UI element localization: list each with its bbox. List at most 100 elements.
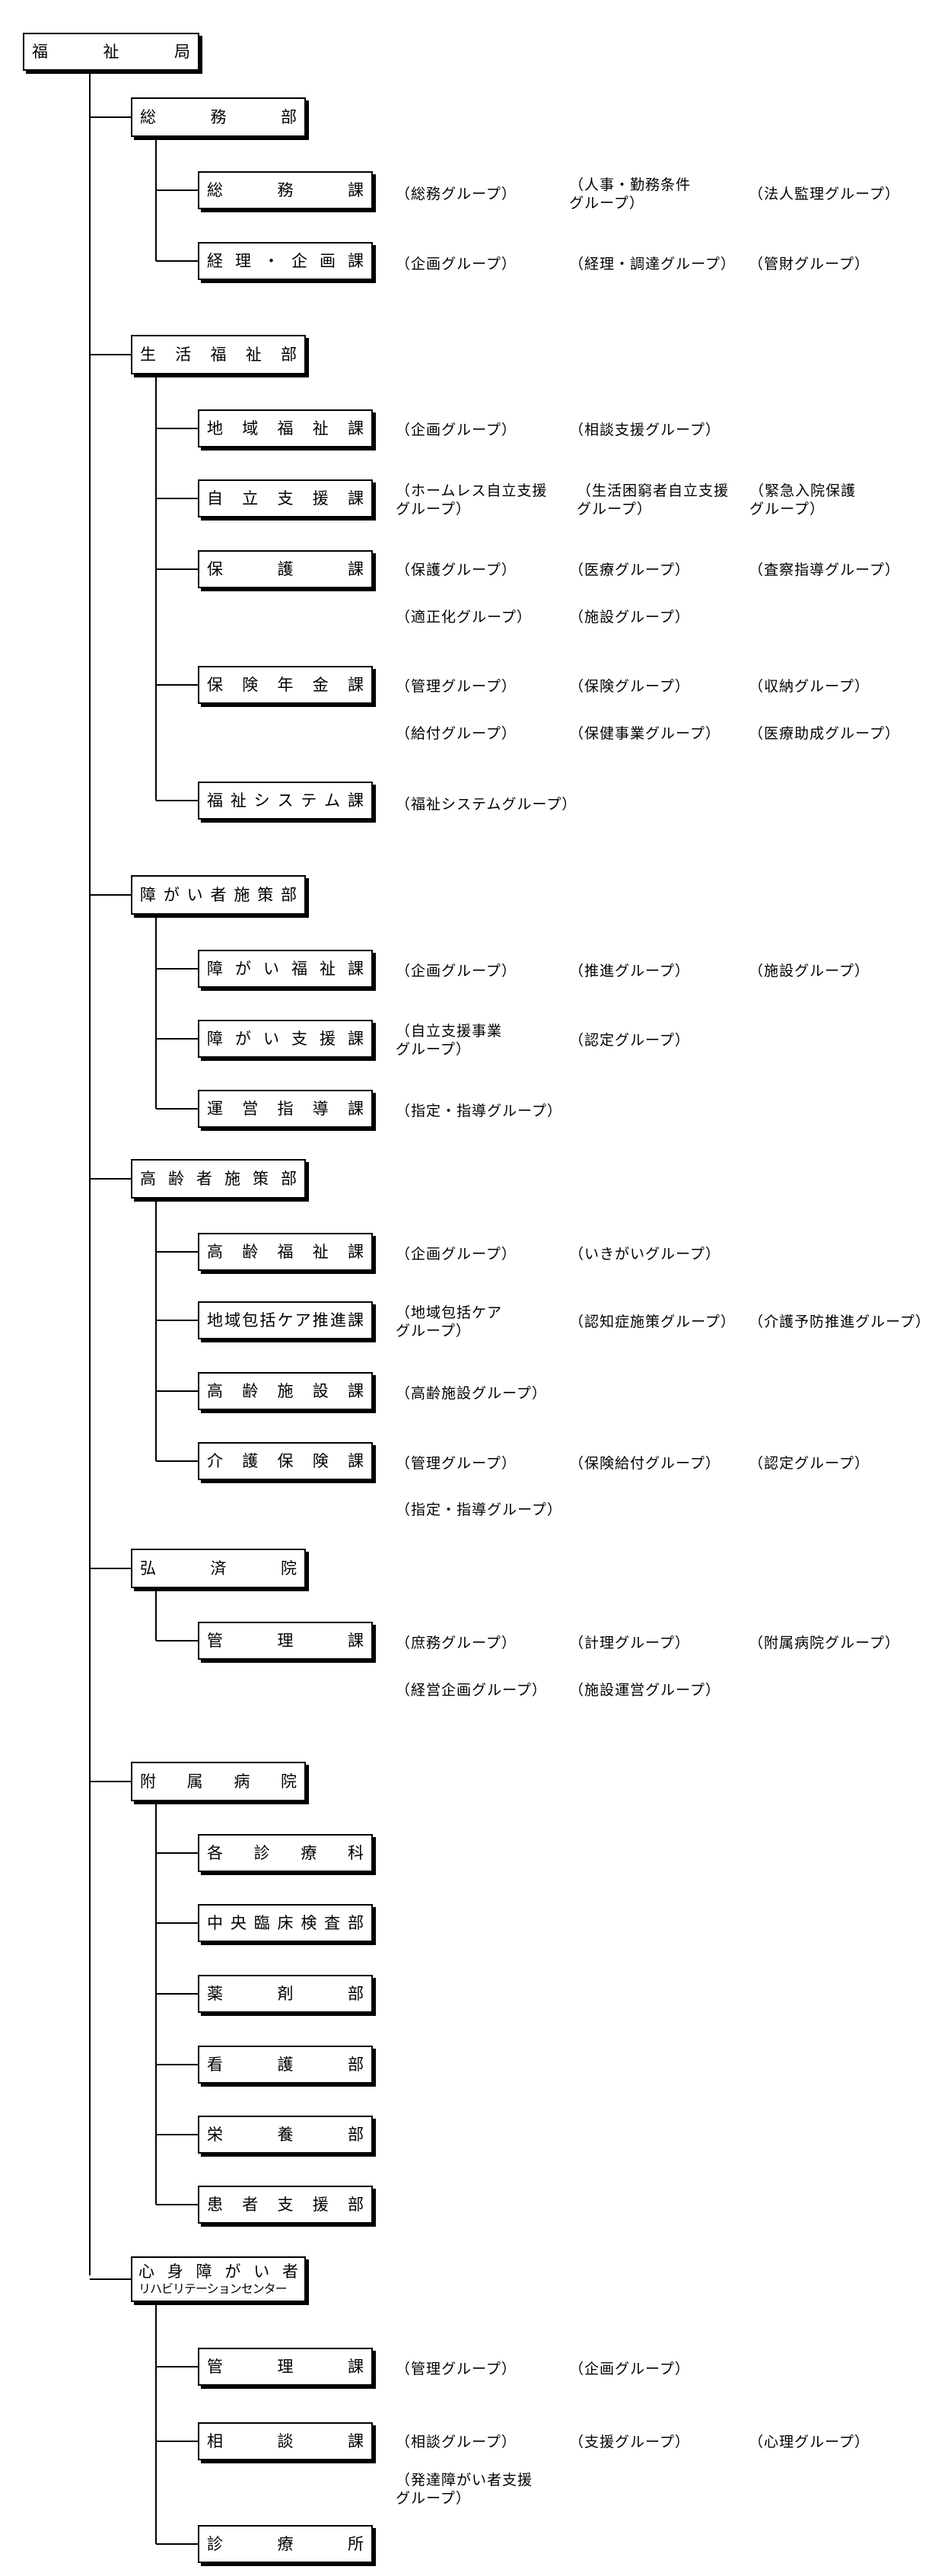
section-box: 保護課 [198,550,373,588]
group-label: （施設グループ） [569,609,690,626]
group-label: （保険グループ） [569,678,690,695]
section-box: 障がい福祉課 [198,950,373,988]
group-label: （施設運営グループ） [569,1682,721,1699]
box-label: 生活福祉部 [140,345,297,364]
box-label: 各診療科 [207,1843,364,1862]
box-label: 総務課 [207,180,364,199]
section-box: 地域福祉課 [198,409,373,447]
box-label: 患者支援部 [207,2195,364,2214]
box-label: 高齢福祉課 [207,1242,364,1261]
group-label: （企画グループ） [396,1246,517,1263]
section-box: 地域包括ケア推進課 [198,1301,373,1339]
department-label-line2: リハビリテーションセンター [138,2281,288,2296]
group-label: （高齢施設グループ） [396,1385,547,1402]
department-box: 総務部 [131,97,306,137]
group-label: （経理・調達グループ） [569,256,736,272]
department-box: 心身障がい者リハビリテーションセンター [131,2256,306,2302]
group-label: （支援グループ） [569,2434,690,2450]
group-label: （法人監理グループ） [749,186,900,202]
group-label: （企画グループ） [396,963,517,979]
group-label: （管理グループ） [396,678,517,695]
group-label: （医療助成グループ） [749,725,900,742]
group-label: （自立支援事業 グループ） [396,1023,503,1058]
group-label: （給付グループ） [396,725,517,742]
box-label: 地域包括ケア推進課 [207,1310,364,1329]
group-label: （総務グループ） [396,186,517,202]
group-label: （心理グループ） [749,2434,870,2450]
group-label: （医療グループ） [569,562,690,578]
section-box: 中央臨床検査部 [198,1904,373,1942]
group-label: （認定グループ） [749,1455,870,1472]
group-label: （管財グループ） [749,256,870,272]
box-label: 総務部 [140,107,297,126]
group-label: （管理グループ） [396,2361,517,2377]
box-label: 障がい者施策部 [140,885,297,904]
group-label: （計理グループ） [569,1635,690,1651]
section-box: 総務課 [198,171,373,209]
box-label: 高齢者施策部 [140,1169,297,1188]
section-box: 看護部 [198,2046,373,2084]
section-box: 患者支援部 [198,2186,373,2224]
group-label: （保護グループ） [396,562,517,578]
group-label: （指定・指導グループ） [396,1501,562,1518]
box-label: 福祉システム課 [207,791,364,810]
group-label: （指定・指導グループ） [396,1103,562,1119]
box-label: 附属病院 [140,1772,297,1791]
group-label: （介護予防推進グループ） [749,1313,931,1330]
section-box: 障がい支援課 [198,1020,373,1058]
section-box: 各診療科 [198,1834,373,1872]
box-label: 栄養部 [207,2125,364,2144]
group-label: （推進グループ） [569,963,690,979]
box-label: 相談課 [207,2431,364,2450]
group-label: （査察指導グループ） [749,562,900,578]
section-box: 栄養部 [198,2116,373,2154]
box-label: 診療所 [207,2534,364,2553]
section-box: 自立支援課 [198,479,373,517]
group-label: （生活困窮者自立支援 グループ） [577,482,730,517]
section-box: 高齢施設課 [198,1372,373,1410]
section-box: 相談課 [198,2422,373,2460]
box-label: 介護保険課 [207,1451,364,1470]
group-label: （施設グループ） [749,963,870,979]
box-label: 中央臨床検査部 [207,1913,364,1932]
group-label: （いきがいグループ） [569,1246,721,1263]
department-box: 高齢者施策部 [131,1159,306,1199]
department-box: 生活福祉部 [131,335,306,374]
department-label: 心身障がい者 [138,2262,298,2281]
root-box-welfare-bureau: 福祉局 [23,33,199,71]
box-label: 障がい支援課 [207,1029,364,1048]
box-label: 自立支援課 [207,489,364,508]
group-label: （保険給付グループ） [569,1455,721,1472]
box-label: 管理課 [207,1631,364,1650]
department-box: 障がい者施策部 [131,875,306,915]
group-label: （相談支援グループ） [569,422,721,438]
box-label: 看護部 [207,2055,364,2074]
section-box: 介護保険課 [198,1442,373,1480]
group-label: （企画グループ） [396,256,517,272]
box-label: 福祉局 [32,42,190,61]
group-label: （附属病院グループ） [749,1635,900,1651]
box-label: 障がい福祉課 [207,959,364,978]
section-box: 管理課 [198,2348,373,2386]
section-box: 高齢福祉課 [198,1233,373,1271]
section-box: 福祉システム課 [198,782,373,820]
section-box: 管理課 [198,1622,373,1660]
group-label: （ホームレス自立支援 グループ） [396,482,548,517]
group-label: （認定グループ） [569,1032,690,1049]
group-label: （管理グループ） [396,1455,517,1472]
box-label: 高齢施設課 [207,1381,364,1400]
section-box: 運営指導課 [198,1090,373,1128]
box-label: 保険年金課 [207,675,364,694]
group-label: （経営企画グループ） [396,1682,547,1699]
group-label: （福祉システムグループ） [396,796,578,813]
section-box: 診療所 [198,2525,373,2563]
section-box: 経理・企画課 [198,242,373,280]
group-label: （庶務グループ） [396,1635,517,1651]
box-label: 保護課 [207,559,364,578]
group-label: （保健事業グループ） [569,725,721,742]
group-label: （企画グループ） [569,2361,690,2377]
group-label: （適正化グループ） [396,609,532,626]
box-label: 地域福祉課 [207,419,364,438]
group-label: （認知症施策グループ） [569,1313,736,1330]
